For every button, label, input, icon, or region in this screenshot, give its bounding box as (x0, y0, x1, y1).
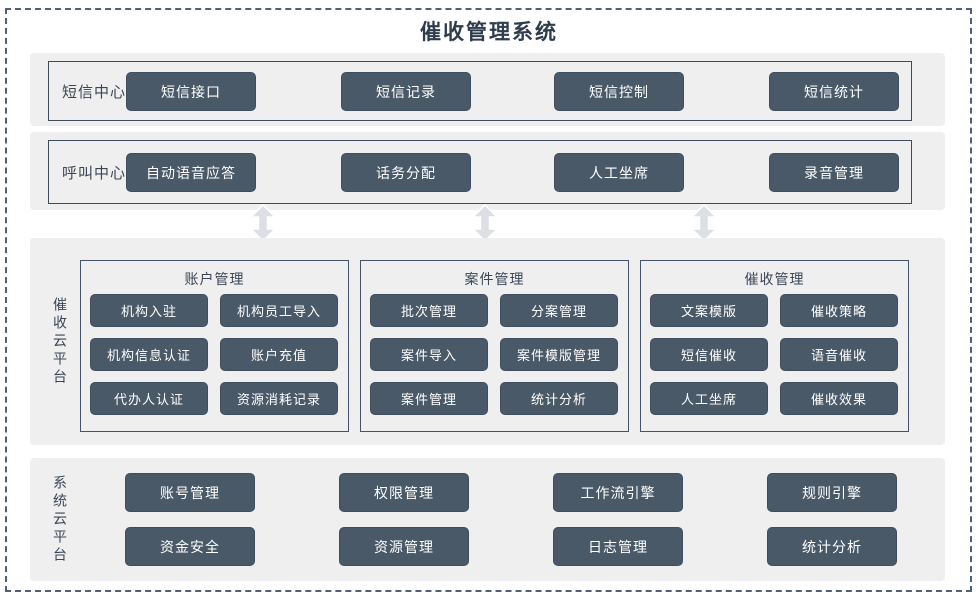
collection-mgmt-grid: 文案模版 催收策略 短信催收 语音催收 人工坐席 催收效果 (650, 294, 898, 415)
button-call-distribution[interactable]: 话务分配 (341, 153, 471, 192)
double-vertical-arrow-icon (691, 204, 717, 242)
button-sms-record[interactable]: 短信记录 (341, 72, 471, 111)
sms-center-box: 短信中心 短信接口 短信记录 短信控制 短信统计 (48, 61, 912, 121)
button-stats-analysis[interactable]: 统计分析 (500, 382, 618, 415)
button-case-import[interactable]: 案件导入 (370, 338, 488, 371)
button-fund-security[interactable]: 资金安全 (125, 527, 255, 566)
button-collection-strategy[interactable]: 催收策略 (780, 294, 898, 327)
button-sms-interface[interactable]: 短信接口 (126, 72, 256, 111)
case-mgmt-grid: 批次管理 分案管理 案件导入 案件模版管理 案件管理 统计分析 (370, 294, 618, 415)
button-resource-mgmt[interactable]: 资源管理 (339, 527, 469, 566)
case-mgmt-group: 案件管理 批次管理 分案管理 案件导入 案件模版管理 案件管理 统计分析 (360, 260, 629, 432)
button-stat-analysis[interactable]: 统计分析 (767, 527, 897, 566)
button-sms-stats[interactable]: 短信统计 (769, 72, 899, 111)
button-auto-voice-response[interactable]: 自动语音应答 (126, 153, 256, 192)
call-center-label: 呼叫中心 (62, 164, 127, 182)
button-workflow-engine[interactable]: 工作流引擎 (553, 473, 683, 512)
button-agent-person-auth[interactable]: 代办人认证 (90, 382, 208, 415)
button-resource-usage-log[interactable]: 资源消耗记录 (220, 382, 338, 415)
sms-center-panel: 短信中心 短信接口 短信记录 短信控制 短信统计 (30, 53, 945, 126)
sms-center-label: 短信中心 (62, 83, 127, 101)
double-vertical-arrow-icon (472, 204, 498, 242)
button-case-template-mgmt[interactable]: 案件模版管理 (500, 338, 618, 371)
dashed-frame (5, 8, 972, 592)
double-vertical-arrow-icon (250, 204, 276, 242)
button-manual-agent-seat[interactable]: 人工坐席 (554, 153, 684, 192)
button-voice-collection[interactable]: 语音催收 (780, 338, 898, 371)
button-org-info-auth[interactable]: 机构信息认证 (90, 338, 208, 371)
system-cloud-grid: 账号管理 权限管理 工作流引擎 规则引擎 资金安全 资源管理 日志管理 统计分析 (125, 473, 897, 566)
page-title: 催收管理系统 (420, 21, 558, 44)
button-rule-engine[interactable]: 规则引擎 (767, 473, 897, 512)
collection-cloud-panel: 催收云平台 账户管理 机构入驻 机构员工导入 机构信息认证 账户充值 代办人认证… (30, 238, 945, 445)
button-case-mgmt[interactable]: 案件管理 (370, 382, 488, 415)
button-sms-control[interactable]: 短信控制 (554, 72, 684, 111)
button-copy-template[interactable]: 文案模版 (650, 294, 768, 327)
button-account-number-mgmt[interactable]: 账号管理 (125, 473, 255, 512)
collection-mgmt-group: 催收管理 文案模版 催收策略 短信催收 语音催收 人工坐席 催收效果 (640, 260, 909, 432)
account-mgmt-group: 账户管理 机构入驻 机构员工导入 机构信息认证 账户充值 代办人认证 资源消耗记… (80, 260, 349, 432)
collection-cloud-label: 催收云平台 (52, 296, 68, 387)
button-permission-mgmt[interactable]: 权限管理 (339, 473, 469, 512)
call-center-box: 呼叫中心 自动语音应答 话务分配 人工坐席 录音管理 (48, 140, 912, 204)
system-cloud-label: 系统云平台 (52, 474, 68, 565)
call-center-panel: 呼叫中心 自动语音应答 话务分配 人工坐席 录音管理 (30, 132, 945, 210)
button-recording-mgmt[interactable]: 录音管理 (769, 153, 899, 192)
button-case-assignment[interactable]: 分案管理 (500, 294, 618, 327)
account-mgmt-grid: 机构入驻 机构员工导入 机构信息认证 账户充值 代办人认证 资源消耗记录 (90, 294, 338, 415)
button-manual-seat[interactable]: 人工坐席 (650, 382, 768, 415)
button-account-recharge[interactable]: 账户充值 (220, 338, 338, 371)
button-sms-collection[interactable]: 短信催收 (650, 338, 768, 371)
button-batch-mgmt[interactable]: 批次管理 (370, 294, 488, 327)
button-org-onboarding[interactable]: 机构入驻 (90, 294, 208, 327)
system-cloud-panel: 系统云平台 账号管理 权限管理 工作流引擎 规则引擎 资金安全 资源管理 日志管… (30, 458, 945, 581)
button-log-mgmt[interactable]: 日志管理 (553, 527, 683, 566)
button-collection-effect[interactable]: 催收效果 (780, 382, 898, 415)
collection-mgmt-title: 催收管理 (744, 271, 805, 287)
case-mgmt-title: 案件管理 (464, 271, 525, 287)
account-mgmt-title: 账户管理 (184, 271, 245, 287)
button-org-staff-import[interactable]: 机构员工导入 (220, 294, 338, 327)
